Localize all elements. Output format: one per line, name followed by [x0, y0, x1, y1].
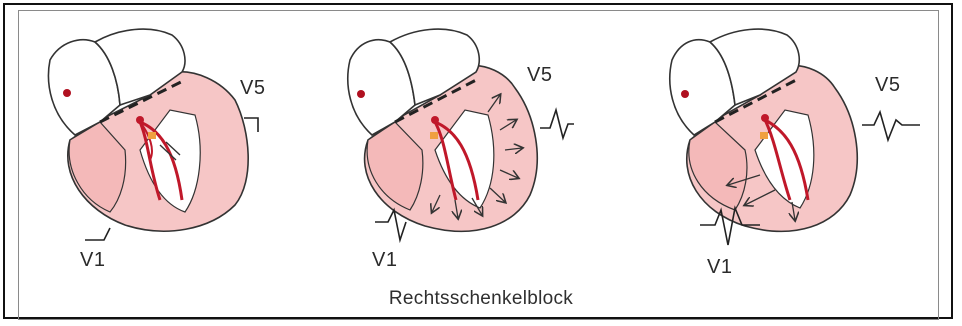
sa-node — [63, 89, 71, 97]
ecg-v5 — [540, 110, 574, 138]
ecg-v5 — [862, 112, 920, 140]
lead-label-v5-panel-3: V5 — [875, 75, 900, 95]
heart-panel-2 — [348, 29, 574, 240]
figure-caption: Rechtsschenkelblock — [0, 288, 962, 310]
sa-node — [357, 90, 365, 98]
lead-label-v1-panel-2: V1 — [372, 250, 397, 270]
lead-label-v1-panel-3: V1 — [707, 257, 732, 277]
heart-panel-3 — [670, 29, 920, 245]
sa-node — [681, 90, 689, 98]
lead-label-v1-panel-1: V1 — [80, 250, 105, 270]
lead-label-v5-panel-1: V5 — [240, 78, 265, 98]
av-node — [430, 132, 438, 139]
lead-label-v5-panel-2: V5 — [527, 65, 552, 85]
ecg-v1 — [85, 228, 110, 240]
av-node — [760, 132, 768, 139]
av-node — [148, 132, 156, 139]
heart-panel-1 — [48, 29, 258, 240]
